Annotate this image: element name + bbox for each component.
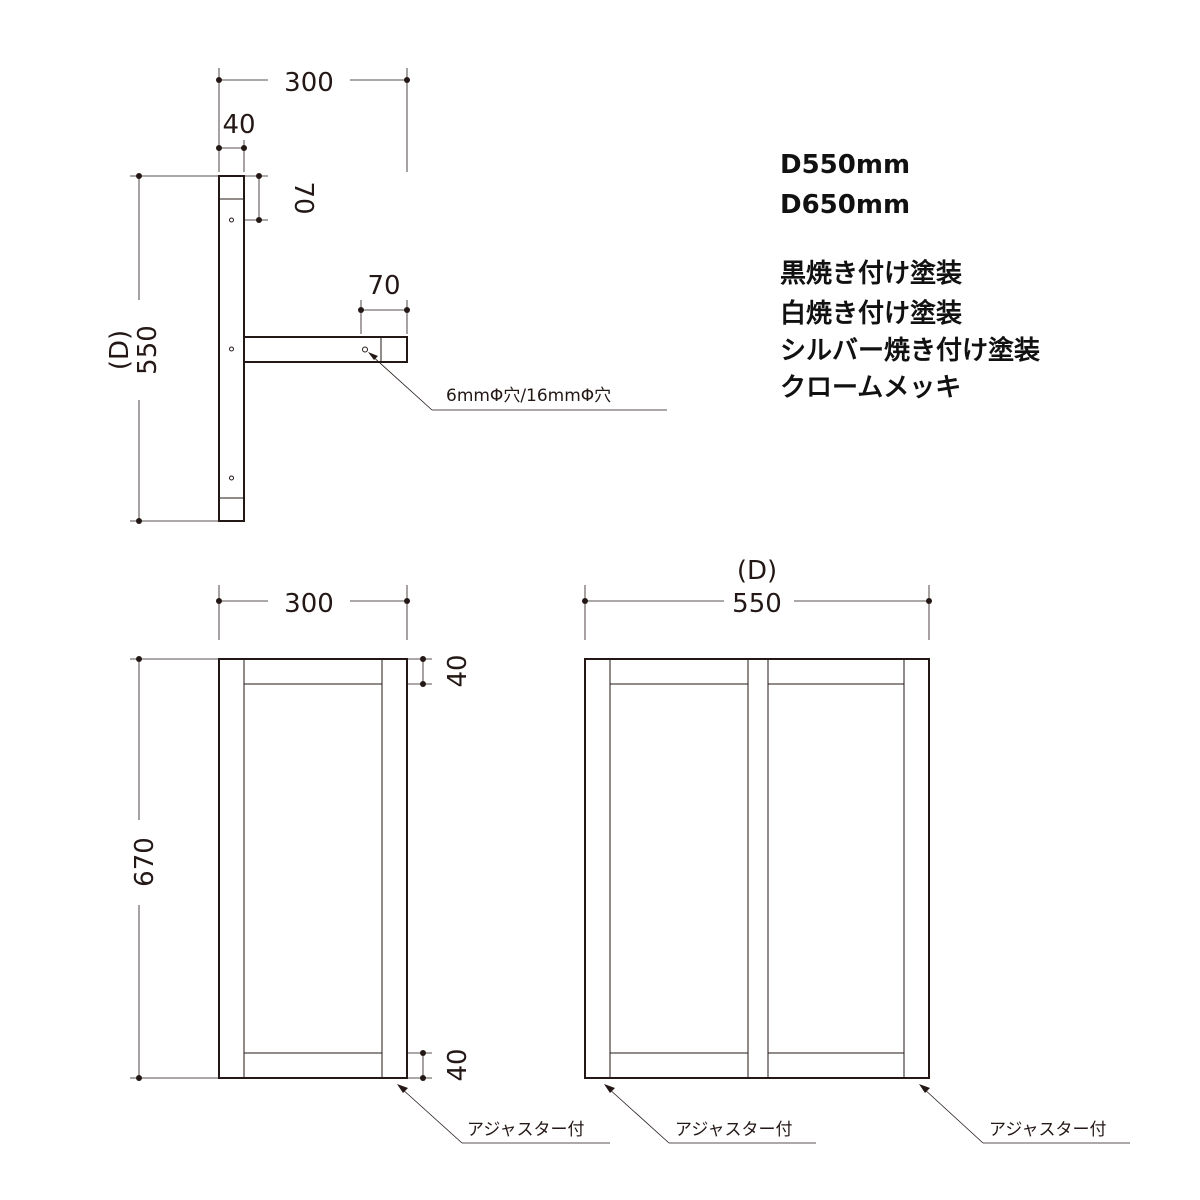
side-adjuster-note: アジャスター付 bbox=[467, 1120, 584, 1140]
top-arm-end-dim: 70 bbox=[367, 271, 400, 301]
top-view: 300 40 (D) 550 70 bbox=[105, 68, 667, 524]
top-arm bbox=[243, 336, 408, 363]
top-depth-paren: (D) bbox=[105, 330, 135, 370]
size-label-d550: D550mm bbox=[780, 150, 910, 180]
top-post bbox=[218, 175, 245, 522]
finish-white: 白焼き付け塗装 bbox=[780, 298, 962, 329]
front-adjuster-note-left: アジャスター付 bbox=[675, 1120, 792, 1140]
finish-silver: シルバー焼き付け塗装 bbox=[780, 335, 1040, 366]
front-depth-dim: 550 bbox=[732, 589, 782, 619]
front-view: (D) 550 アジャスター付 アジャスター付 bbox=[582, 556, 1130, 1144]
hole-note: 6mmΦ穴/16mmΦ穴 bbox=[446, 386, 611, 406]
front-frame bbox=[584, 658, 930, 1079]
finish-chrome: クロームメッキ bbox=[780, 373, 961, 403]
front-depth-paren: (D) bbox=[737, 556, 777, 586]
side-top-rail-dim: 40 bbox=[443, 654, 473, 687]
side-width-dim: 300 bbox=[284, 589, 334, 619]
side-frame bbox=[218, 658, 408, 1079]
front-adjuster-note-right: アジャスター付 bbox=[989, 1120, 1106, 1140]
top-post-dim: 40 bbox=[222, 110, 255, 140]
spec-block: D550mm D650mm 黒焼き付け塗装 白焼き付け塗装 シルバー焼き付け塗装… bbox=[780, 150, 1040, 403]
finish-black: 黒焼き付け塗装 bbox=[780, 258, 962, 289]
top-width-dim: 300 bbox=[284, 68, 334, 98]
arm-hole bbox=[362, 346, 368, 353]
top-end-dim: 70 bbox=[288, 181, 318, 214]
top-depth-dim: 550 bbox=[133, 325, 163, 375]
side-bottom-rail-dim: 40 bbox=[443, 1048, 473, 1081]
side-view: 300 670 40 40 アジャスター付 bbox=[130, 585, 610, 1144]
side-height-dim: 670 bbox=[130, 837, 160, 887]
size-label-d650: D650mm bbox=[780, 190, 910, 220]
